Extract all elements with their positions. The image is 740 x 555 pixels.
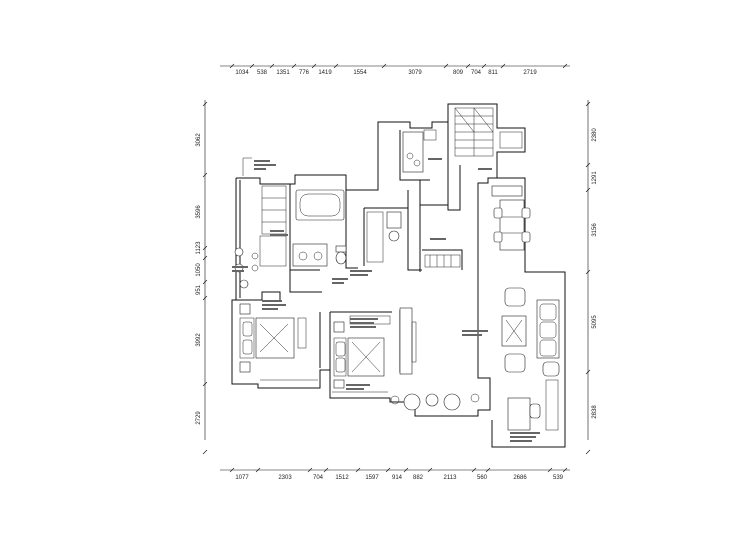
bathtub bbox=[295, 189, 345, 221]
wardrobes bbox=[259, 185, 388, 393]
dim-label: 3062 bbox=[196, 133, 202, 147]
dimension-tick bbox=[500, 63, 506, 69]
dim-label: 560 bbox=[477, 475, 488, 481]
top-dimension-labels: 1034 538 1351 776 1419 1554 3079 809 704… bbox=[235, 70, 537, 76]
dim-label: 809 bbox=[453, 70, 464, 76]
dimension-tick bbox=[562, 467, 568, 473]
dim-label: 882 bbox=[413, 475, 424, 481]
dim-label: 704 bbox=[471, 70, 482, 76]
dim-label: 2686 bbox=[513, 475, 527, 481]
dimension-tick bbox=[481, 63, 487, 69]
dimension-tick bbox=[307, 467, 313, 473]
dim-label: 1512 bbox=[335, 475, 349, 481]
dim-label: 2380 bbox=[592, 128, 598, 142]
dim-label: 1123 bbox=[196, 241, 202, 255]
sofa-set bbox=[501, 287, 560, 377]
exterior-walls bbox=[231, 103, 566, 448]
dim-label: 2719 bbox=[523, 70, 537, 76]
dim-label: 2838 bbox=[592, 405, 598, 419]
dimension-tick bbox=[291, 63, 297, 69]
dimension-tick bbox=[202, 381, 208, 387]
top-dimension-line bbox=[220, 63, 570, 69]
dimension-tick bbox=[202, 449, 208, 455]
right-dimension-labels: 2380 1291 3156 5095 2838 bbox=[592, 128, 598, 419]
dimension-tick bbox=[202, 295, 208, 301]
study-desk bbox=[507, 379, 559, 431]
dim-label: 1554 bbox=[353, 70, 367, 76]
dim-label: 1050 bbox=[196, 263, 202, 277]
dimension-tick bbox=[229, 63, 235, 69]
dimension-tick bbox=[202, 172, 208, 178]
dim-label: 2113 bbox=[444, 475, 458, 481]
dimension-tick bbox=[562, 63, 568, 69]
dim-label: 951 bbox=[196, 284, 202, 295]
dimension-tick bbox=[485, 467, 491, 473]
dimension-tick bbox=[585, 187, 591, 193]
dimension-tick bbox=[585, 101, 591, 107]
dim-label: 3992 bbox=[196, 333, 202, 347]
toilet bbox=[335, 245, 347, 265]
dimension-tick bbox=[202, 279, 208, 285]
dim-label: 1351 bbox=[276, 70, 290, 76]
balcony-lounge bbox=[390, 393, 480, 411]
dimension-tick bbox=[585, 369, 591, 375]
dim-label: 3156 bbox=[592, 223, 598, 237]
bottom-dimension-labels: 1077 2303 704 1512 1597 914 882 2113 560… bbox=[235, 475, 563, 481]
dimension-tick bbox=[333, 63, 339, 69]
dimension-tick bbox=[471, 467, 477, 473]
dimension-tick bbox=[311, 63, 317, 69]
dim-label: 811 bbox=[488, 70, 498, 76]
dim-label: 3596 bbox=[196, 205, 202, 219]
dim-label: 3079 bbox=[408, 70, 422, 76]
dimension-tick bbox=[355, 467, 361, 473]
dimension-tick bbox=[403, 467, 409, 473]
bed-1 bbox=[239, 303, 307, 373]
left-dimension-line bbox=[202, 100, 208, 455]
bed-2 bbox=[333, 315, 391, 389]
tv-cabinet bbox=[399, 307, 417, 375]
dimension-tick bbox=[202, 245, 208, 251]
annotation-notes bbox=[232, 157, 540, 442]
dim-label: 1291 bbox=[592, 171, 598, 185]
dimension-tick bbox=[585, 269, 591, 275]
dimension-tick bbox=[381, 63, 387, 69]
dimension-tick bbox=[427, 467, 433, 473]
dimension-tick bbox=[443, 63, 449, 69]
bottom-dimension-line bbox=[220, 467, 570, 473]
dimension-tick bbox=[323, 467, 329, 473]
dimension-tick bbox=[249, 63, 255, 69]
dimension-tick bbox=[229, 467, 235, 473]
dimension-tick bbox=[385, 467, 391, 473]
dimension-tick bbox=[202, 101, 208, 107]
dim-label: 1034 bbox=[235, 70, 249, 76]
dim-label: 539 bbox=[553, 475, 564, 481]
right-dimension-line bbox=[585, 100, 591, 455]
dim-label: 2729 bbox=[196, 411, 202, 425]
dimension-tick bbox=[585, 449, 591, 455]
dimension-tick bbox=[465, 63, 471, 69]
shower-toilet bbox=[366, 211, 402, 263]
dim-label: 1419 bbox=[318, 70, 332, 76]
dimension-tick bbox=[269, 63, 275, 69]
stairwell bbox=[454, 107, 523, 157]
dimension-tick bbox=[547, 467, 553, 473]
dim-label: 704 bbox=[313, 475, 324, 481]
dim-label: 776 bbox=[299, 70, 310, 76]
left-dimension-labels: 3062 3596 1123 1050 951 3992 2729 bbox=[196, 133, 202, 425]
dimension-tick bbox=[202, 255, 208, 261]
dim-label: 914 bbox=[392, 475, 403, 481]
dining-table bbox=[491, 185, 531, 251]
dim-label: 5095 bbox=[592, 315, 598, 329]
kitchen-counter bbox=[402, 129, 461, 268]
dim-label: 2303 bbox=[278, 475, 292, 481]
dim-label: 1597 bbox=[365, 475, 379, 481]
dimension-tick bbox=[255, 467, 261, 473]
dimension-tick bbox=[585, 162, 591, 168]
dim-label: 1077 bbox=[235, 475, 249, 481]
vanity-sinks bbox=[292, 243, 328, 267]
dim-label: 538 bbox=[257, 70, 268, 76]
